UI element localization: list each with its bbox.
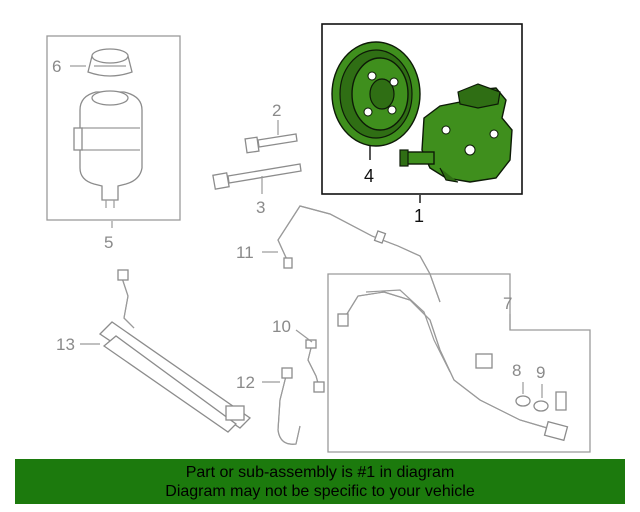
reservoir-cap	[87, 48, 133, 77]
o-ring-large	[533, 400, 549, 412]
pump-pulley[interactable]	[331, 41, 421, 147]
callout-10: 10	[272, 317, 291, 336]
return-hose	[337, 289, 569, 442]
reservoir-body	[73, 90, 143, 208]
info-banner: Part or sub-assembly is #1 in diagram Di…	[15, 459, 625, 504]
callout-11: 11	[236, 243, 254, 262]
callout-7: 7	[503, 294, 512, 313]
pump-body[interactable]	[399, 83, 513, 183]
bolt-short	[244, 133, 298, 154]
banner-line-1: Part or sub-assembly is #1 in diagram	[185, 463, 455, 481]
callout-1: 1	[414, 206, 424, 226]
callout-9: 9	[536, 363, 545, 382]
callout-5: 5	[104, 233, 113, 252]
callout-3: 3	[256, 198, 265, 217]
parts-diagram: 6 5 2 3 4 1	[46, 23, 591, 453]
reservoir-box	[46, 35, 181, 221]
callout-12: 12	[236, 373, 255, 392]
callout-6: 6	[52, 57, 61, 76]
hose-kit-box	[327, 273, 591, 453]
pump-assembly-box	[321, 23, 523, 195]
pressure-hose	[277, 205, 441, 303]
hose-u-shaped	[277, 367, 301, 445]
callout-13: 13	[56, 335, 75, 354]
hose-fitting	[305, 339, 325, 393]
oil-cooler	[98, 269, 252, 433]
callout-8: 8	[512, 361, 521, 380]
banner-line-2: Diagram may not be specific to your vehi…	[165, 482, 475, 500]
callout-4: 4	[364, 166, 374, 186]
bolt-long	[212, 163, 302, 190]
callout-2: 2	[272, 101, 281, 120]
clip	[555, 391, 567, 411]
o-ring-small	[515, 395, 531, 407]
